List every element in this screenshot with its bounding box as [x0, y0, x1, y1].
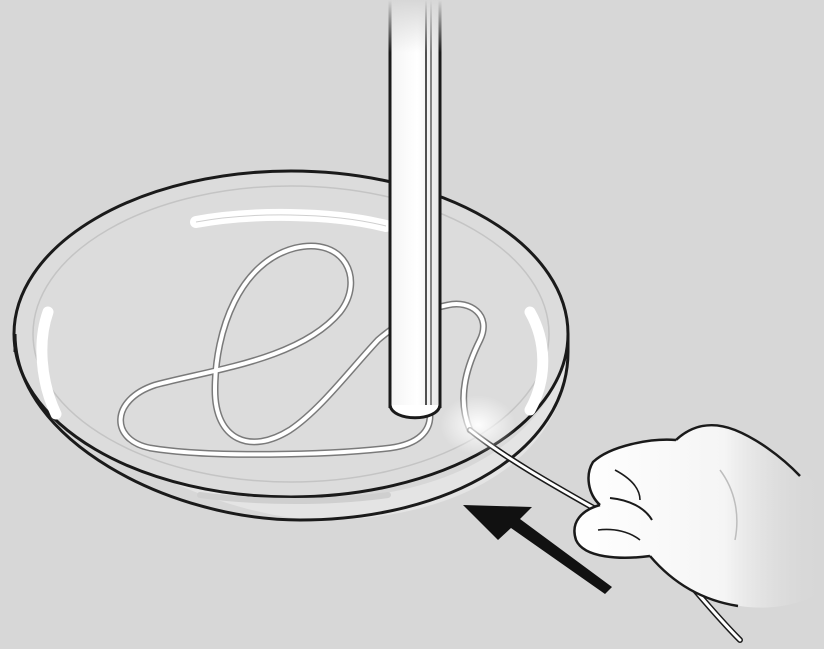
hand-icon: [573, 424, 824, 608]
lamp-pole-icon: [386, 0, 444, 420]
direction-arrow-icon: [463, 505, 612, 594]
